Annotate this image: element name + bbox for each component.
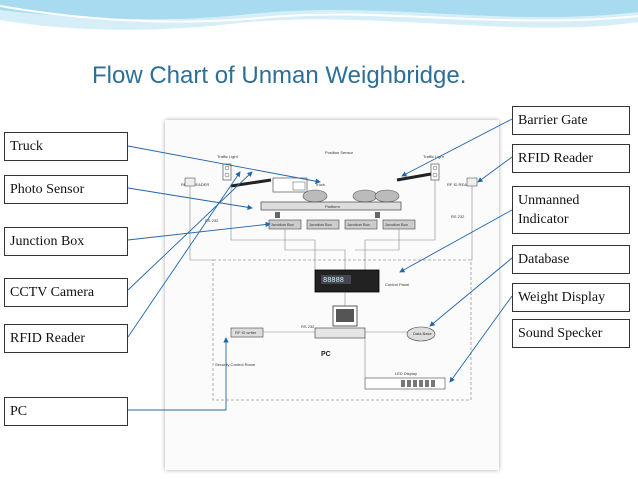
label-unmanned-indicator-line1: Unmanned xyxy=(518,193,580,208)
rf-reader-left-device xyxy=(184,177,196,187)
traffic-light-right-label: Traffic Light xyxy=(423,154,445,159)
barrier-gate-left xyxy=(230,178,272,188)
barrier-gate-right xyxy=(396,172,432,182)
security-room-label: Security Control Room xyxy=(215,362,256,367)
label-junction-box: Junction Box xyxy=(4,227,128,256)
rs232-right-label: RS 232 xyxy=(451,214,465,219)
label-truck: Truck xyxy=(4,132,128,161)
diagram-drawing: Position Sensor Traffic Light Traffic Li… xyxy=(181,150,478,401)
label-unmanned-indicator-line2: Indicator xyxy=(518,212,569,227)
label-unmanned-indicator: Unmanned Indicator xyxy=(512,186,630,234)
svg-text:Junction Box: Junction Box xyxy=(271,222,294,227)
rf-reader-right-device xyxy=(466,177,478,187)
label-barrier-gate: Barrier Gate xyxy=(512,106,630,135)
rf-reader-right-label: RF ID READER xyxy=(447,182,475,187)
database-device xyxy=(406,326,436,342)
svg-text:Junction Box: Junction Box xyxy=(385,222,408,227)
junction-box-2 xyxy=(306,219,340,230)
label-rfid-reader-right: RFID Reader xyxy=(512,144,630,173)
label-rfid-reader-left: RFID Reader xyxy=(4,324,128,353)
weighbridge-diagram: Position Sensor Traffic Light Traffic Li… xyxy=(165,120,499,470)
label-cctv-camera: CCTV Camera xyxy=(4,278,128,307)
label-sound-specker: Sound Specker xyxy=(512,319,630,348)
slide-title: Flow Chart of Unman Weighbridge. xyxy=(92,62,467,89)
junction-box-3 xyxy=(344,219,378,230)
header-wave xyxy=(0,0,638,30)
traffic-light-right xyxy=(430,163,440,181)
traffic-light-left-label: Traffic Light xyxy=(217,154,239,159)
label-weight-display: Weight Display xyxy=(512,283,630,312)
pc-label: PC xyxy=(321,351,331,358)
svg-text:Junction Box: Junction Box xyxy=(347,222,370,227)
truck-label: Truck xyxy=(315,182,325,187)
position-sensor-label: Position Sensor xyxy=(325,150,354,155)
label-pc: PC xyxy=(4,397,128,426)
traffic-light-left xyxy=(222,163,232,181)
platform-label: Platform xyxy=(325,204,341,209)
svg-text:RF ID writer: RF ID writer xyxy=(235,330,257,335)
svg-text:Data Base: Data Base xyxy=(413,331,432,336)
indicator-readout: 88888 xyxy=(323,277,344,285)
control-panel-label: Control Panel xyxy=(385,282,409,287)
rs232-pc-label: RS 232 xyxy=(301,324,315,329)
rs232-left-label: RS 232 xyxy=(205,218,219,223)
label-database: Database xyxy=(512,245,630,274)
svg-text:Junction Box: Junction Box xyxy=(309,222,332,227)
platform-drawing xyxy=(260,201,402,211)
label-photo-sensor: Photo Sensor xyxy=(4,175,128,204)
led-display-label: LED Display xyxy=(395,371,417,376)
pc-keyboard xyxy=(314,327,366,339)
